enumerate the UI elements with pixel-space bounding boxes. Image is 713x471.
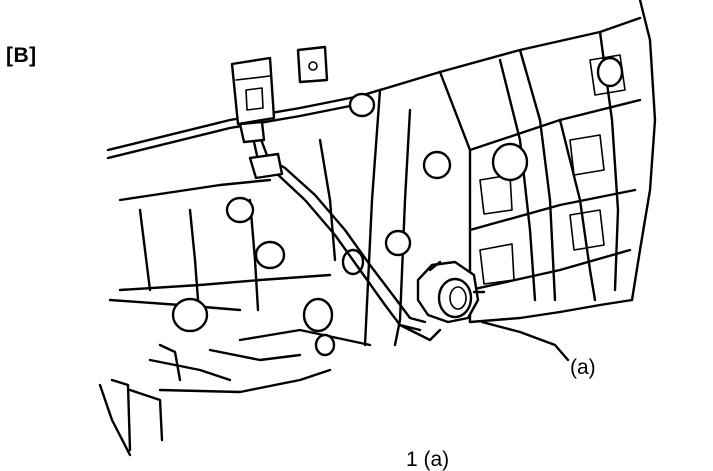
bell-housing — [98, 138, 372, 457]
wire-harness — [248, 140, 442, 342]
panel-label: [B] — [6, 44, 37, 67]
transmission-casing — [106, 0, 657, 347]
speed-sensor — [416, 260, 486, 324]
bolt-bosses — [171, 56, 624, 357]
sensor-connector — [230, 56, 276, 144]
caption-fragment: 1 (a) — [406, 448, 450, 471]
callout-leader-line — [480, 320, 570, 362]
mounting-bracket — [296, 45, 329, 84]
callout-label-a: (a) — [570, 356, 596, 379]
